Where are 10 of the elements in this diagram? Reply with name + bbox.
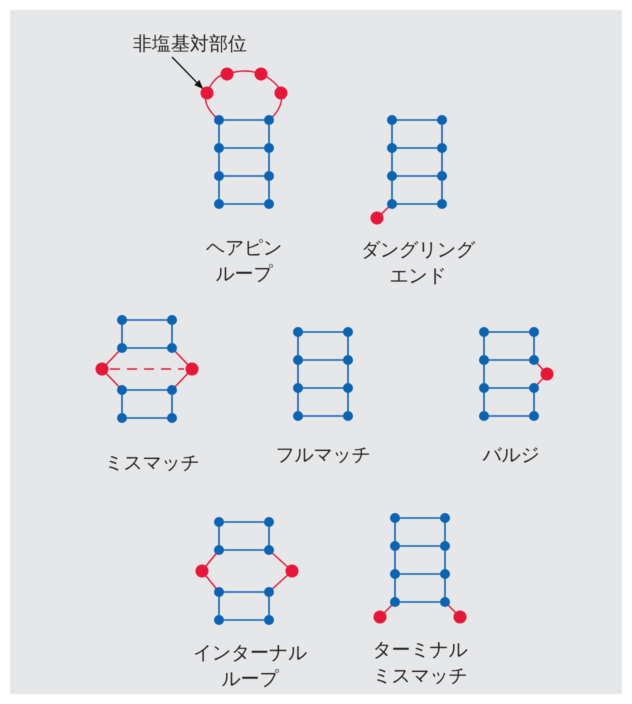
structure-caption: ミスマッチ <box>104 451 200 476</box>
callout-label: 非塩基対部位 <box>110 31 270 57</box>
structure-caption: フルマッチ <box>274 443 372 468</box>
leader-arrow <box>172 56 204 89</box>
structure-caption: バルジ <box>482 443 540 468</box>
structure-caption: ターミナルミスマッチ <box>371 638 468 689</box>
unpaired-base-dot <box>200 86 214 100</box>
structure-caption: ヘアピンループ <box>204 236 283 287</box>
structure-caption: インターナルループ <box>192 641 308 692</box>
structure-caption: ダングリングエンド <box>360 238 476 289</box>
